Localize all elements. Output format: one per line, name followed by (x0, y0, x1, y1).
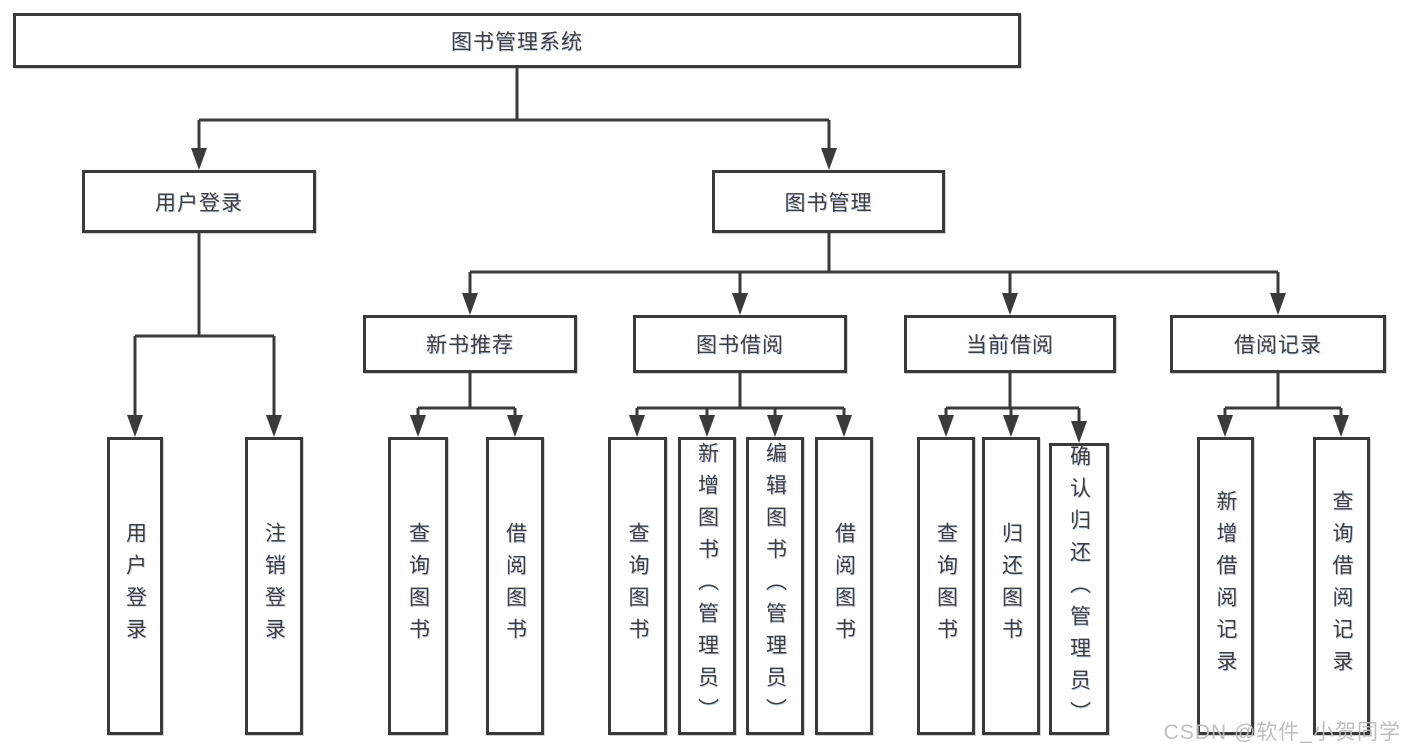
node-label: 查询图书 (626, 522, 649, 650)
node-leaf-user-login: 用户登录 (107, 437, 163, 735)
node-label: 新增借阅记录 (1214, 490, 1237, 682)
node-label: 注销登录 (262, 522, 286, 650)
node-leaf-confirm-return-admin: 确认归还（管理员） (1049, 443, 1109, 735)
node-label: 新书推荐 (426, 334, 514, 357)
node-label: 查询图书 (934, 522, 958, 650)
node-leaf-logout: 注销登录 (245, 437, 303, 735)
node-leaf-add-books-admin: 新增图书（管理员） (678, 437, 736, 735)
node-label: 借阅图书 (503, 522, 527, 650)
node-leaf-borrow-books-recommend: 借阅图书 (486, 437, 544, 735)
node-leaf-borrow-books: 借阅图书 (815, 437, 873, 735)
node-leaf-return-books: 归还图书 (982, 437, 1040, 735)
node-label: 用户登录 (155, 191, 243, 215)
node-current-borrow: 当前借阅 (904, 315, 1116, 373)
node-leaf-edit-books-admin: 编辑图书（管理员） (746, 437, 804, 735)
node-label: 确认归还（管理员） (1067, 445, 1091, 733)
node-label: 编辑图书（管理员） (763, 442, 787, 730)
node-label: 图书管理 (784, 191, 873, 215)
node-library-management-system: 图书管理系统 (13, 13, 1021, 68)
node-label: 新增图书（管理员） (695, 442, 719, 730)
node-leaf-query-books-current: 查询图书 (917, 437, 975, 735)
node-leaf-query-books-recommend: 查询图书 (388, 437, 448, 735)
node-label: 用户登录 (123, 522, 147, 650)
node-label: 借阅记录 (1234, 334, 1322, 357)
node-label: 当前借阅 (966, 334, 1054, 357)
node-book-management: 图书管理 (712, 170, 945, 233)
node-label: 查询图书 (406, 522, 430, 650)
node-leaf-query-books-borrow: 查询图书 (608, 437, 667, 735)
node-leaf-add-borrow-record: 新增借阅记录 (1197, 437, 1254, 735)
node-label: 查询借阅记录 (1330, 490, 1353, 682)
node-leaf-query-borrow-record: 查询借阅记录 (1313, 437, 1370, 735)
node-book-borrow: 图书借阅 (633, 315, 847, 373)
node-borrow-records: 借阅记录 (1170, 315, 1386, 373)
node-label: 借阅图书 (832, 522, 856, 650)
node-label: 图书管理系统 (451, 30, 583, 54)
node-label: 归还图书 (999, 522, 1023, 650)
node-label: 图书借阅 (696, 334, 784, 357)
node-user-login: 用户登录 (82, 170, 316, 233)
watermark: CSDN @软件_小贺同学 (1163, 721, 1401, 744)
node-new-book-recommend: 新书推荐 (363, 315, 577, 373)
